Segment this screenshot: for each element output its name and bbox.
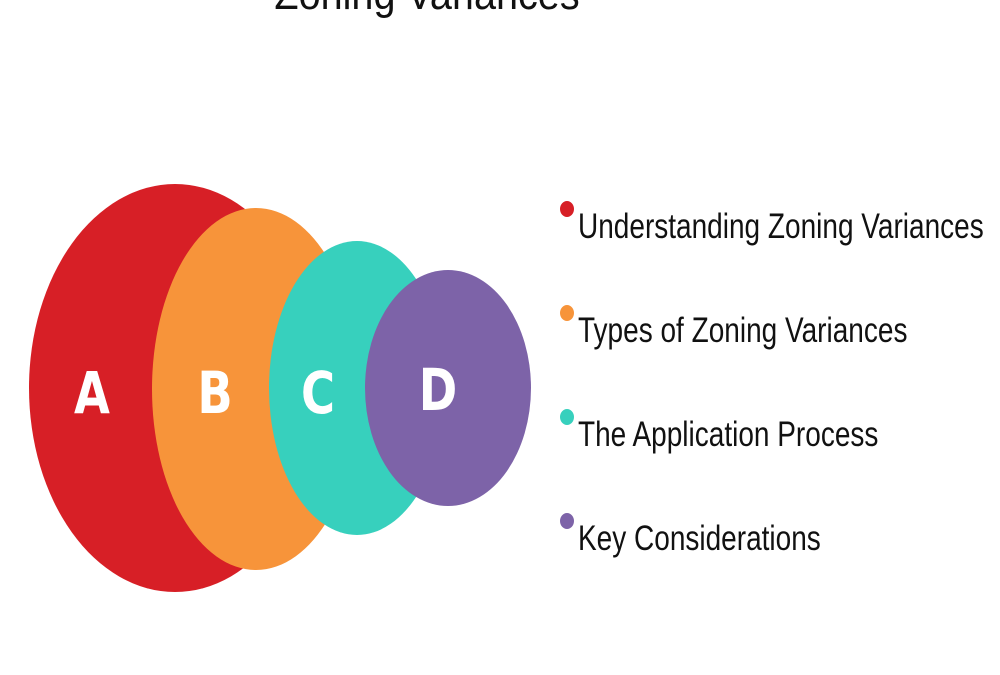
letter-c: C [301,360,335,427]
letter-a: A [74,360,110,427]
legend-label: Key Considerations [578,519,821,558]
orange-dot-icon [560,305,574,321]
letter-b: B [197,360,232,427]
ellipse-d [365,270,531,506]
teal-dot-icon [560,409,574,425]
legend-label: Understanding Zoning Variances [578,207,984,246]
purple-dot-icon [560,513,574,529]
legend-label: Types of Zoning Variances [578,311,908,350]
letter-d: D [419,357,458,424]
red-dot-icon [560,201,574,217]
diagram-title: Zoning Variances [274,0,579,20]
legend-label: The Application Process [578,415,879,454]
